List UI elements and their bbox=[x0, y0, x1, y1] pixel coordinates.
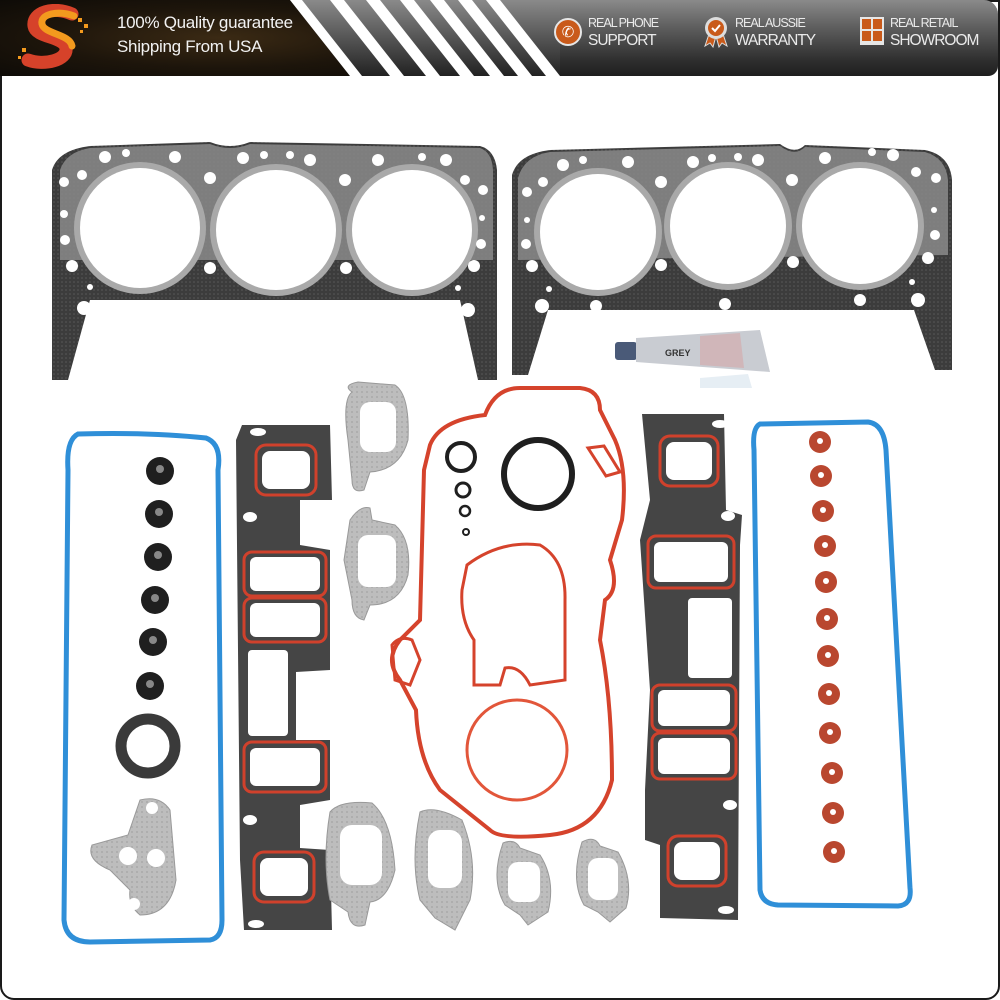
window-icon bbox=[860, 17, 884, 45]
feature-warranty: REAL AUSSIE WARRANTY bbox=[703, 14, 816, 50]
phone-icon: ✆ bbox=[554, 18, 582, 46]
product-photo: GREY bbox=[52, 142, 952, 945]
feature-line2: SHOWROOM bbox=[890, 32, 979, 49]
o-rings bbox=[445, 437, 575, 536]
egr-gasket bbox=[90, 798, 177, 916]
head-gasket-left bbox=[52, 142, 497, 380]
svg-text:GREY: GREY bbox=[665, 348, 691, 358]
timing-cover-gasket bbox=[390, 386, 626, 839]
tagline-line1: 100% Quality guarantee bbox=[117, 13, 293, 32]
feature-phone-support: ✆ REAL PHONE SUPPORT bbox=[554, 14, 659, 50]
feature-line2: WARRANTY bbox=[735, 32, 816, 49]
s-logo-icon bbox=[18, 4, 88, 69]
feature-line1: REAL RETAIL bbox=[890, 16, 959, 30]
tagline-line2: Shipping From USA bbox=[117, 37, 263, 56]
exhaust-gasket-holes bbox=[340, 402, 618, 902]
black-valve-stem-seals bbox=[136, 457, 174, 700]
feature-showroom: REAL RETAIL SHOWROOM bbox=[860, 14, 979, 50]
intake-manifold-gasket-left bbox=[236, 425, 332, 930]
feature-line1: REAL PHONE bbox=[588, 16, 659, 30]
valve-cover-gasket-right bbox=[751, 419, 913, 909]
valve-cover-gasket-left bbox=[61, 431, 225, 945]
sealant-tube: GREY bbox=[615, 330, 770, 388]
intake-manifold-gasket-right bbox=[640, 414, 742, 920]
feature-line2: SUPPORT bbox=[588, 32, 657, 49]
head-gasket-right bbox=[512, 144, 952, 375]
banner-tagline: 100% Quality guarantee Shipping From USA bbox=[117, 11, 293, 59]
red-valve-stem-seals bbox=[809, 431, 845, 863]
award-ribbon-icon bbox=[704, 17, 728, 48]
promo-banner: 100% Quality guarantee Shipping From USA… bbox=[0, 0, 1000, 78]
black-washer bbox=[115, 713, 181, 779]
banner-stripes bbox=[290, 0, 560, 76]
feature-line1: REAL AUSSIE bbox=[735, 16, 806, 30]
